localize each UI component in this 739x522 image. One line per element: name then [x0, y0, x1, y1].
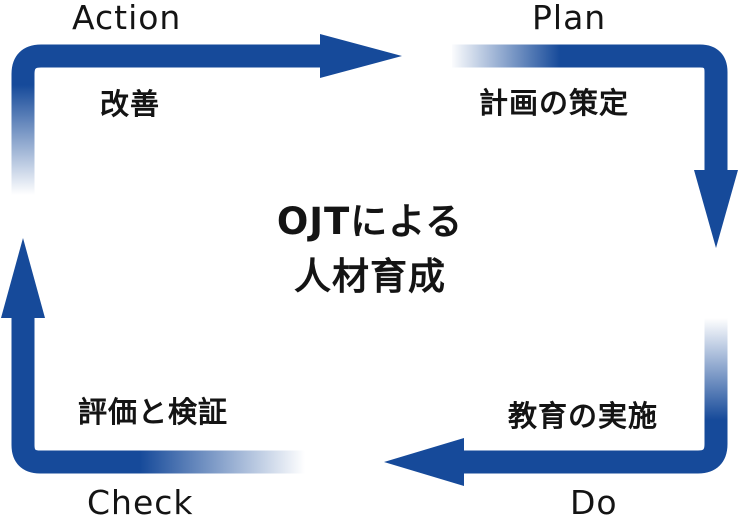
stage-label-action: Action	[72, 0, 182, 37]
stage-description-action: 改善	[100, 87, 161, 121]
stage-label-plan: Plan	[532, 0, 607, 37]
arrow-do-to-check	[384, 318, 728, 486]
arrow-plan-to-do	[452, 44, 738, 248]
center-title-block: OJTによる 人材育成	[220, 203, 520, 313]
arrow-action-to-plan	[11, 34, 402, 196]
arrow-do-shaft	[460, 318, 728, 474]
arrow-do-head	[384, 438, 464, 486]
arrow-check-head	[1, 238, 45, 318]
stage-description-check: 評価と検証	[78, 395, 229, 429]
arrow-check-shaft	[11, 316, 305, 474]
arrow-plan-shaft	[452, 44, 728, 178]
arrow-action-shaft	[11, 44, 330, 196]
center-title-line-2: 人材育成	[294, 255, 446, 298]
stage-description-plan: 計画の策定	[479, 86, 630, 120]
arrow-plan-head	[694, 170, 738, 248]
stage-label-do: Do	[570, 483, 618, 522]
arrow-action-head	[320, 34, 402, 78]
stage-description-do: 教育の実施	[508, 399, 659, 433]
stage-label-check: Check	[87, 483, 194, 522]
arrow-check-to-action	[1, 238, 305, 474]
center-title-line-1: OJTによる	[276, 200, 464, 243]
